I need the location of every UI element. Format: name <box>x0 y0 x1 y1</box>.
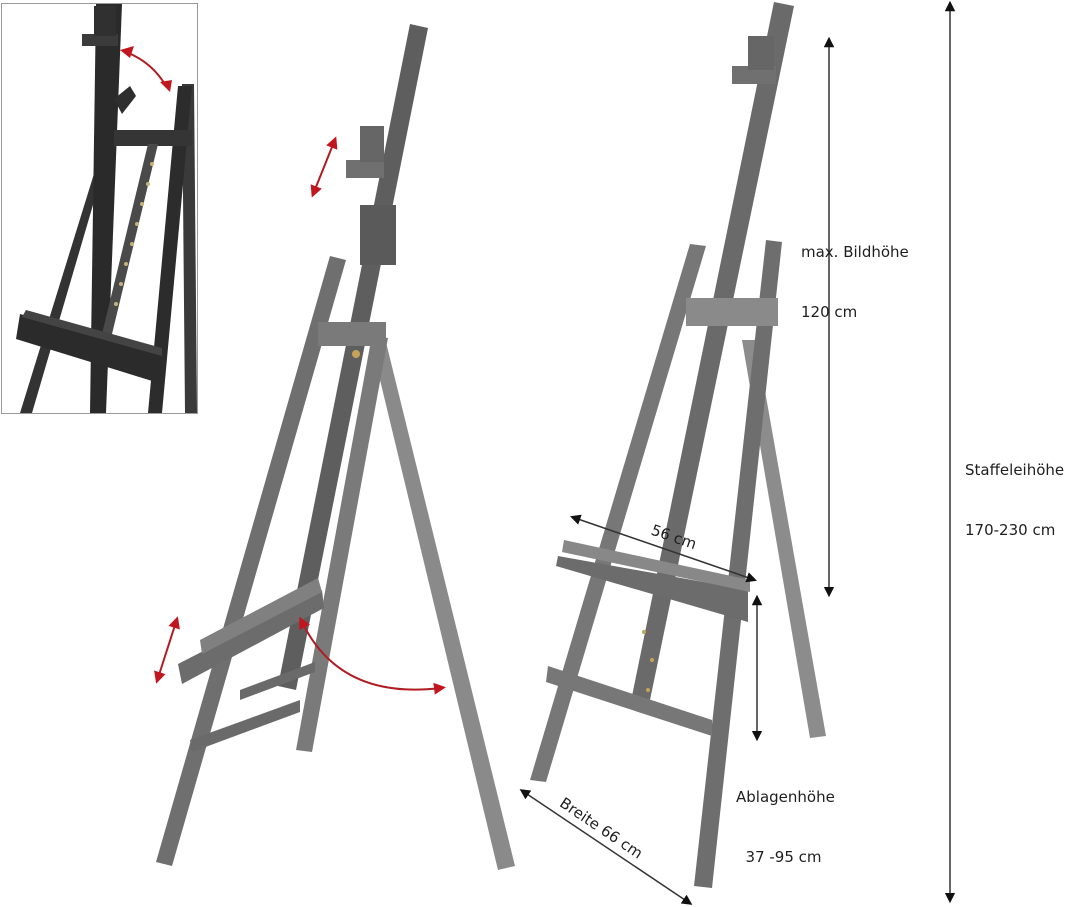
max-image-height-label: max. Bildhöhe 120 cm <box>801 202 909 362</box>
max-image-height-title: max. Bildhöhe <box>801 243 909 261</box>
tray-height-label: Ablagenhöhe 37 -95 cm <box>736 747 835 907</box>
easel-height-title: Staffeleihöhe <box>965 461 1065 479</box>
inset-detail-panel <box>1 3 198 414</box>
tray-width-arrow <box>570 514 757 583</box>
easel-height-label: Staffeleihöhe 170-230 cm <box>965 420 1064 580</box>
easel-height-value: 170-230 cm <box>965 521 1056 539</box>
max-image-height-value: 120 cm <box>801 303 858 321</box>
dimension-lines <box>519 0 956 905</box>
inset-easel-illustration <box>16 4 197 413</box>
tray-height-value: 37 -95 cm <box>736 848 822 866</box>
tray-height-title: Ablagenhöhe <box>736 788 835 806</box>
side-view-easel <box>154 24 515 870</box>
width-arrow <box>519 789 693 905</box>
